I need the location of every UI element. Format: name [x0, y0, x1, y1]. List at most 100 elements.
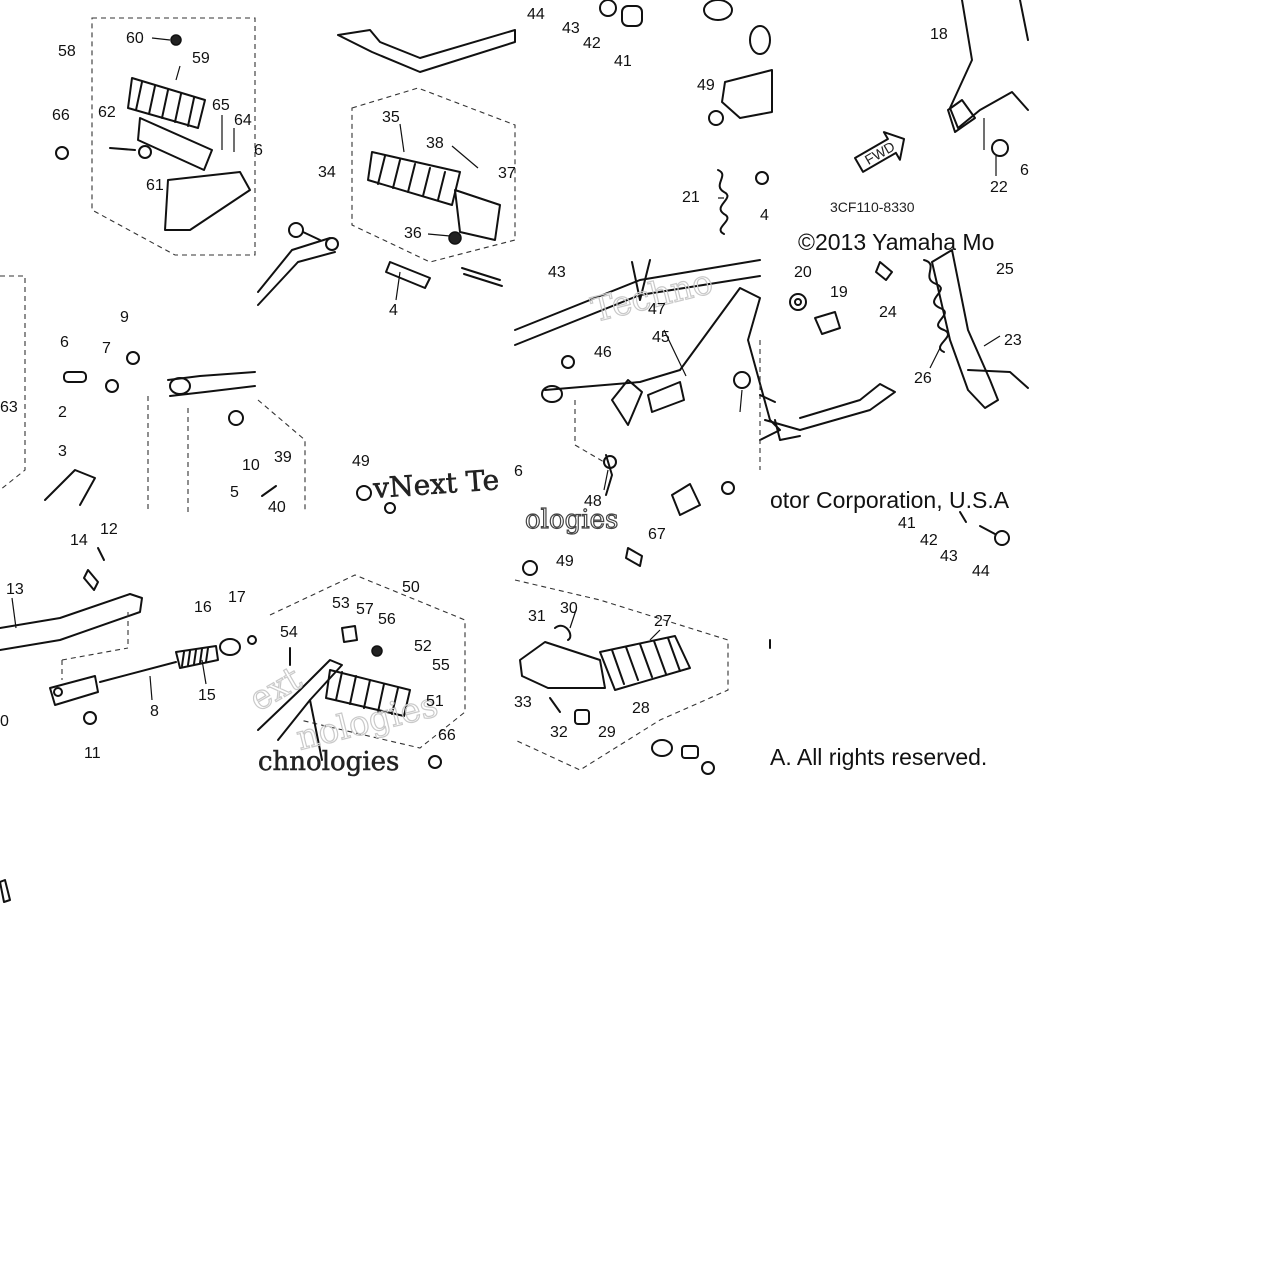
callout-label: 50: [402, 579, 420, 596]
callout-label: 18: [930, 26, 948, 43]
callout-label: 64: [234, 112, 252, 129]
copyright-line-2: otor Corporation, U.S.A: [770, 487, 1010, 513]
svg-text:6: 6: [514, 463, 523, 480]
callout-label: 10: [242, 457, 260, 474]
tile-shift-linkage: [0, 547, 257, 725]
callout-label: 67: [648, 526, 666, 543]
callout-label: 23: [1004, 332, 1022, 349]
callout-label: 22: [990, 179, 1008, 196]
callout-label: 30: [560, 600, 578, 617]
callout-label: 62: [98, 104, 116, 121]
callout-label: 41: [614, 53, 632, 70]
callout-label: 42: [583, 35, 601, 52]
tile-bottom-right-parts: [0, 511, 1010, 903]
svg-text:Techno: Techno: [588, 262, 717, 331]
callout-label: 44: [527, 6, 545, 23]
svg-text:6: 6: [254, 142, 263, 159]
copyright-line-1: ©2013 Yamaha Mo: [798, 229, 994, 255]
callout-label: 13: [6, 581, 24, 598]
callout-label: 4: [389, 302, 398, 319]
callout-label: 43: [562, 20, 580, 37]
callout-label: 49: [697, 77, 715, 94]
svg-text:49: 49: [556, 553, 574, 570]
svg-text:4: 4: [760, 207, 769, 224]
callout-label: 55: [432, 657, 450, 674]
callout-label: 32: [550, 724, 568, 741]
callout-label: 19: [830, 284, 848, 301]
callout-label: 40: [268, 499, 286, 516]
callout-label: 60: [126, 30, 144, 47]
callout-label: 16: [194, 599, 212, 616]
callout-label: 31: [528, 608, 546, 625]
tile-side-stand: [759, 249, 1029, 441]
callout-label: 46: [594, 344, 612, 361]
tile-passenger-footrest: [514, 547, 729, 775]
svg-text:ologies: ologies: [525, 505, 618, 535]
callout-label: 17: [228, 589, 246, 606]
callout-label: 3: [58, 443, 67, 460]
svg-text:0: 0: [0, 713, 9, 730]
callout-label: 11: [84, 745, 101, 762]
callout-label: 36: [404, 225, 422, 242]
callout-label: 34: [318, 164, 336, 181]
svg-text:44: 44: [972, 563, 990, 580]
callout-label: 52: [414, 638, 432, 655]
callout-label: 51: [426, 693, 444, 710]
callout-label: 65: [212, 97, 230, 114]
callout-label: 47: [648, 301, 666, 318]
fwd-tag: FWD: [862, 138, 898, 168]
callout-label: 14: [70, 532, 88, 549]
svg-text:41: 41: [898, 515, 916, 532]
tile-rider-footrest: [257, 574, 466, 769]
callout-label: 8: [150, 703, 159, 720]
tile-center-mid: [356, 485, 396, 514]
callout-label: 7: [102, 340, 111, 357]
svg-text:vNext Te: vNext Te: [371, 463, 500, 505]
tile-main-stand: [514, 259, 781, 516]
callout-label: 61: [146, 177, 164, 194]
callout-label: 15: [198, 687, 216, 704]
callout-label: 37: [498, 165, 516, 182]
callout-label: 24: [879, 304, 897, 321]
callout-label: 54: [280, 624, 298, 641]
callout-label: 2: [58, 404, 67, 421]
callout-label: 25: [996, 261, 1014, 278]
callout-label: 66: [52, 107, 70, 124]
svg-text:6: 6: [1020, 162, 1029, 179]
callout-label: 59: [192, 50, 210, 67]
callout-label: 26: [914, 370, 932, 387]
callout-label: 48: [584, 493, 602, 510]
tile-top-right: [599, 0, 773, 235]
callout-label: 39: [274, 449, 292, 466]
callout-label: 57: [356, 601, 374, 618]
svg-text:42: 42: [920, 532, 938, 549]
callout-label: 53: [332, 595, 350, 612]
svg-text:43: 43: [940, 548, 958, 565]
callout-label: 29: [598, 724, 616, 741]
callout-label: 20: [794, 264, 812, 281]
tile-center-footrest: [257, 29, 516, 306]
svg-text:49: 49: [352, 453, 370, 470]
callout-label: 9: [120, 309, 129, 326]
copyright-line-3: A. All rights reserved.: [770, 744, 987, 770]
callout-label: 33: [514, 694, 532, 711]
callout-label: 63: [0, 399, 18, 416]
svg-text:ext: ext: [243, 659, 309, 720]
callout-label: 58: [58, 43, 76, 60]
callout-label: 5: [230, 484, 239, 501]
callout-label: 27: [654, 613, 672, 630]
callout-label: 43: [548, 264, 566, 281]
svg-text:chnologies: chnologies: [258, 747, 399, 777]
callout-label: 56: [378, 611, 396, 628]
callout-label: 12: [100, 521, 118, 538]
diagram-code: 3CF110-8330: [830, 199, 915, 215]
svg-text:66: 66: [438, 727, 456, 744]
callout-label: 28: [632, 700, 650, 717]
callout-labels-extra: 41 42 43 44 49 49 4 66 0 6 6 6: [0, 142, 1029, 744]
tile-brake-rod: [0, 275, 306, 512]
callout-label: 6: [60, 334, 69, 351]
callout-label: 38: [426, 135, 444, 152]
callout-label: 21: [682, 189, 700, 206]
callout-label: 35: [382, 109, 400, 126]
tile-stand-top: FWD: [854, 0, 1029, 173]
